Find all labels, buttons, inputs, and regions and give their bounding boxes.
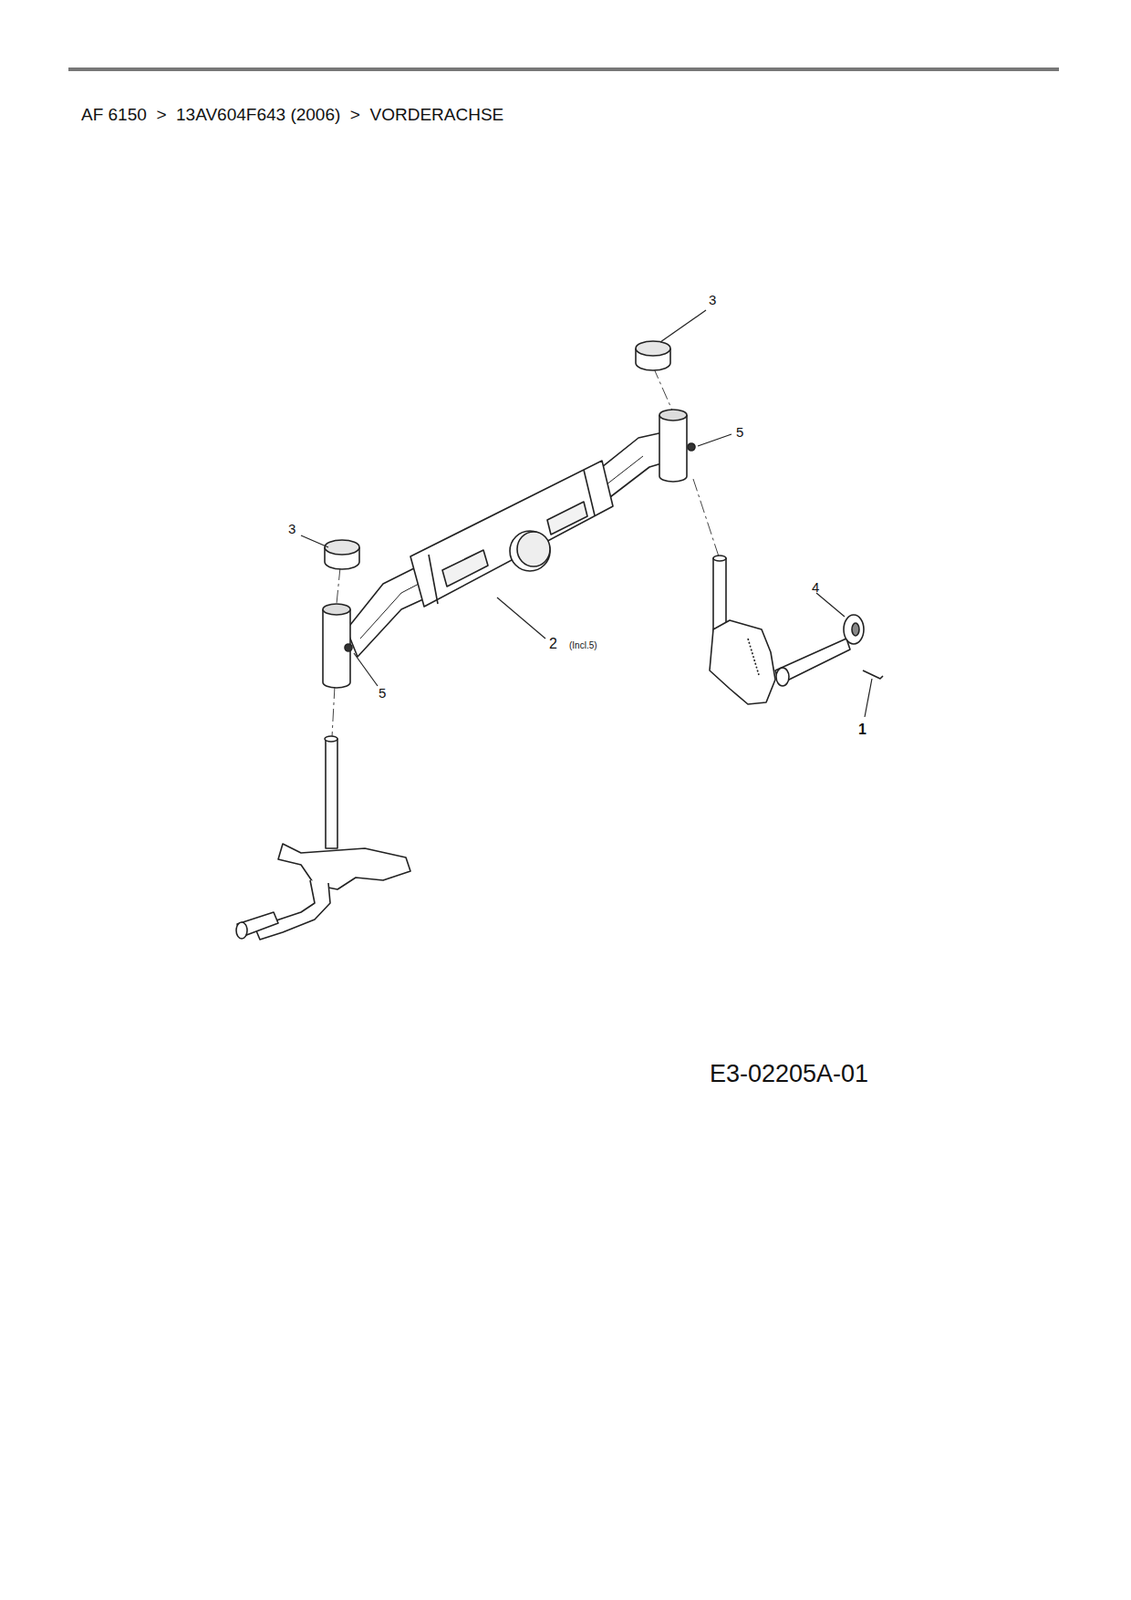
end-cap xyxy=(324,341,671,570)
callout-number: 2 xyxy=(549,636,558,652)
steering-spindle xyxy=(709,555,851,705)
header-rule xyxy=(68,67,1059,72)
callout-number: 5 xyxy=(736,425,744,439)
callout-number: 5 xyxy=(378,685,386,700)
drawing-number: E3-02205A-01 xyxy=(709,1061,869,1087)
page-title: AF 6150 > 13AV604F643 (2006) > VORDERACH… xyxy=(81,105,504,124)
center-lines xyxy=(332,366,719,737)
callout-number: 4 xyxy=(811,580,820,594)
callout-number: 3 xyxy=(708,292,716,307)
callout-number: 1 xyxy=(858,722,867,737)
washer xyxy=(843,614,864,644)
callout-note: (Incl.5) xyxy=(569,641,598,651)
leader-lines xyxy=(300,310,872,717)
callout-number: 3 xyxy=(288,521,296,536)
front-axle-beam xyxy=(346,428,686,657)
pivot-tube xyxy=(322,409,696,688)
steering-spindle xyxy=(236,736,411,940)
cotter-pin xyxy=(862,670,883,679)
